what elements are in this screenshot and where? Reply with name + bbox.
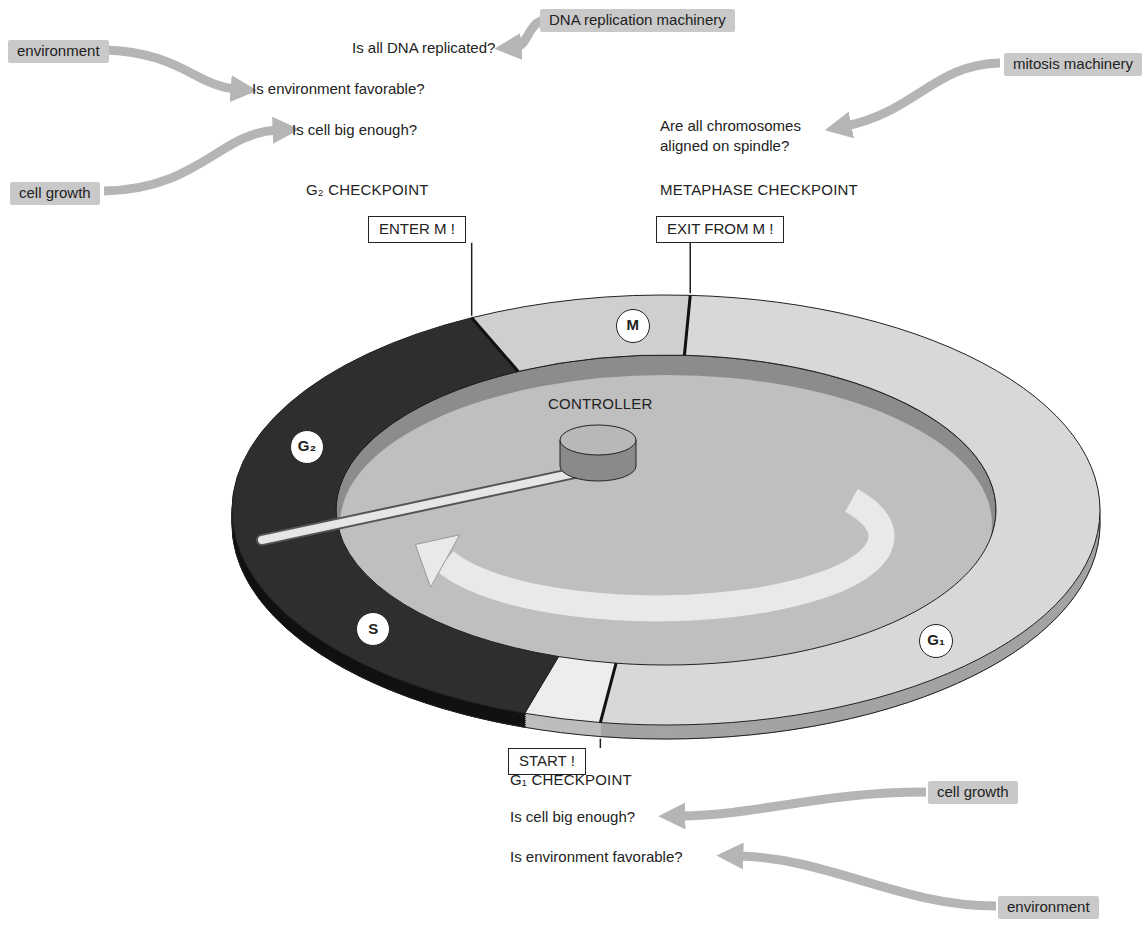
phase-circle: G₂ [290, 430, 324, 464]
input-arrow [104, 130, 278, 191]
transition-box: EXIT FROM M ! [656, 216, 784, 243]
input-arrow [846, 63, 1000, 126]
checkpoint-question: Is cell big enough? [292, 120, 417, 140]
input-arrow [738, 856, 996, 906]
cycle-arrowhead [415, 535, 459, 587]
cycle-arrow [445, 500, 881, 608]
leader-line [600, 739, 602, 748]
node-text: G₁ [927, 631, 945, 650]
transition-mark [684, 295, 690, 355]
leader-line [471, 243, 473, 316]
node-text: EXIT FROM M ! [667, 220, 773, 237]
transition-box: ENTER M ! [368, 216, 466, 243]
node-text: cell growth [937, 783, 1009, 800]
phase-circle: M [616, 309, 650, 343]
node-text: ENTER M ! [379, 220, 455, 237]
node-text: START ! [519, 752, 575, 769]
node-text: mitosis machinery [1013, 55, 1133, 72]
cycle-ring [232, 243, 1100, 748]
node-text: G₂ [298, 437, 316, 456]
input-arrow [104, 50, 236, 89]
transition-mark [600, 663, 616, 722]
controller-hand [262, 468, 598, 540]
input-band: mitosis machinery [1004, 53, 1142, 76]
input-band: environment [8, 40, 109, 63]
controller-top [560, 425, 636, 455]
checkpoint-question: Is environment favorable? [510, 847, 683, 867]
node-text: S [368, 620, 378, 639]
input-band: environment [998, 896, 1099, 919]
controller-hand [262, 468, 598, 540]
controller-label: CONTROLLER [548, 394, 653, 414]
node-text: environment [1007, 898, 1090, 915]
input-arrow [680, 792, 926, 816]
node-text: M [626, 316, 639, 335]
checkpoint-name: METAPHASE CHECKPOINT [660, 180, 858, 200]
node-text: DNA replication machinery [549, 11, 726, 28]
checkpoint-question: Is environment favorable? [252, 79, 425, 99]
checkpoint-question: Is cell big enough? [510, 807, 635, 827]
node-text: environment [17, 42, 100, 59]
node-text: cell growth [19, 184, 91, 201]
input-band: cell growth [10, 182, 100, 205]
checkpoint-question: Is all DNA replicated? [352, 38, 495, 58]
checkpoint-name: G₂ CHECKPOINT [306, 180, 429, 200]
transition-box: START ! [508, 748, 586, 775]
checkpoint-question: Are all chromosomes aligned on spindle? [660, 116, 840, 155]
leader-line [689, 243, 691, 294]
transition-mark [472, 318, 519, 372]
ring-phase [600, 295, 1100, 725]
checkpoint-name: G₁ CHECKPOINT [510, 770, 632, 790]
input-band: cell growth [928, 781, 1018, 804]
input-band: DNA replication machinery [540, 9, 735, 32]
phase-circle: G₁ [919, 624, 953, 658]
input-arrows [104, 20, 1000, 906]
